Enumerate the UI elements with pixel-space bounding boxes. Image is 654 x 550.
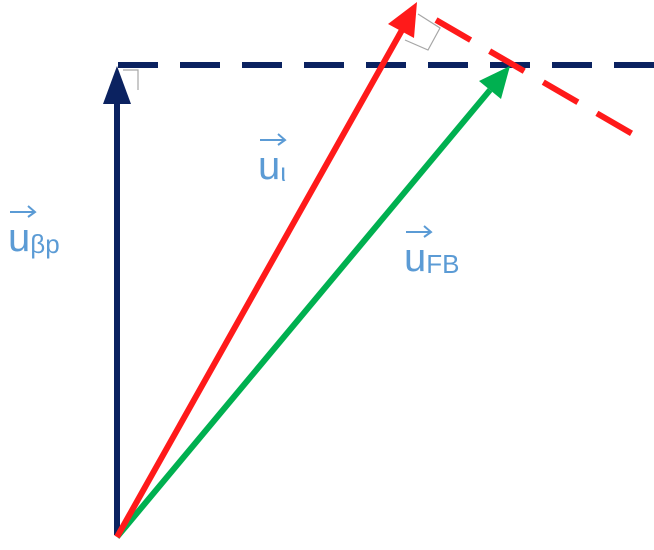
vector-u-fb-arrowhead xyxy=(479,66,510,99)
label-u-l-subscript: ι xyxy=(280,157,287,187)
label-u-beta-subscript: βp xyxy=(30,229,60,259)
vector-u-l-arrowhead xyxy=(388,2,417,38)
label-u-beta: u βp xyxy=(8,205,60,260)
vector-arrow-icon xyxy=(406,225,433,238)
vector-arrow-icon xyxy=(10,205,37,218)
vector-arrow-icon xyxy=(260,133,287,146)
vector-u-l-line xyxy=(114,28,405,539)
label-u-l-symbol: u xyxy=(258,144,281,188)
vector-u-fb-line xyxy=(114,88,493,539)
right-angle-marker-top-left xyxy=(123,69,139,90)
label-u-l: u ι xyxy=(258,133,287,188)
vector-u-beta-arrowhead xyxy=(103,66,131,104)
perpendicular-dashed-line xyxy=(434,17,638,139)
label-u-fb-subscript: FB xyxy=(426,249,460,279)
label-u-beta-symbol: u xyxy=(8,216,31,260)
right-angle-marker-top-right xyxy=(404,13,441,51)
label-u-fb: u FB xyxy=(404,225,460,280)
label-u-fb-symbol: u xyxy=(404,236,427,280)
